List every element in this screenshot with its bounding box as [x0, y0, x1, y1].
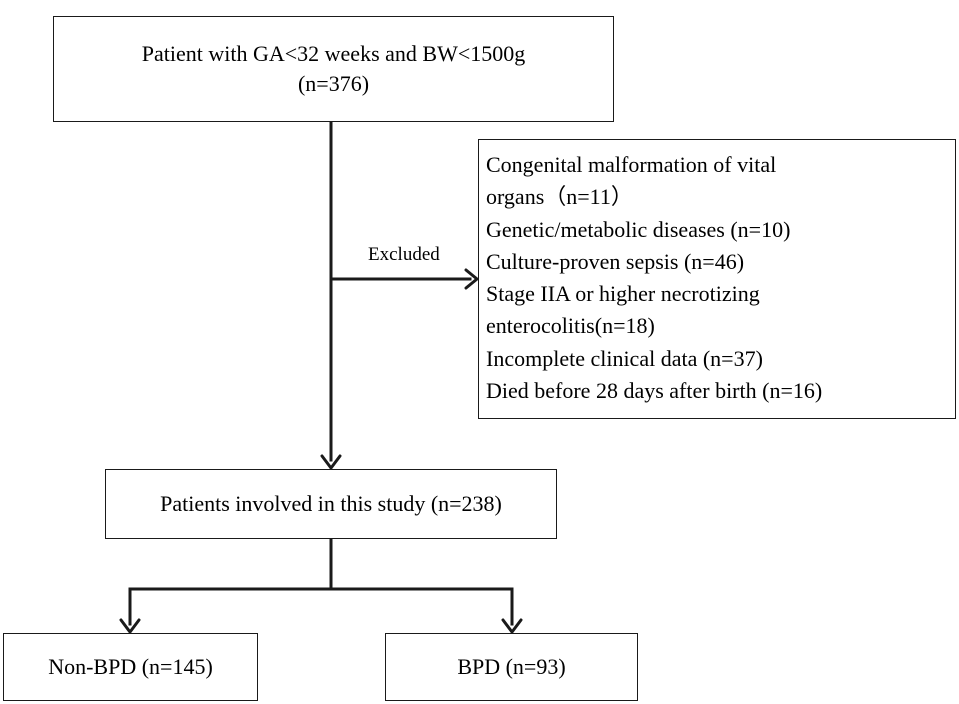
- excluded-label: Excluded: [368, 244, 440, 265]
- trunk-arrowhead: [320, 454, 342, 470]
- non-bpd-arrowhead: [119, 618, 141, 634]
- exclusion-box: Congenital malformation of vital organs（…: [478, 139, 956, 419]
- bpd-group-text: BPD (n=93): [457, 654, 566, 679]
- exclusion-arrowhead: [464, 268, 479, 290]
- bpd-group-box: BPD (n=93): [385, 633, 638, 701]
- enrollment-criteria-text: Patient with GA<32 weeks and BW<1500g: [141, 41, 526, 66]
- enrollment-box: Patient with GA<32 weeks and BW<1500g (n…: [53, 16, 614, 122]
- exclusion-line: organs（n=11）: [486, 184, 633, 210]
- exclusion-line: Incomplete clinical data (n=37): [486, 345, 763, 371]
- enrollment-count-text: (n=376): [297, 71, 370, 96]
- non-bpd-group-text: Non-BPD (n=145): [48, 654, 213, 679]
- non-bpd-group-box: Non-BPD (n=145): [3, 633, 258, 701]
- exclusion-line: Congenital malformation of vital: [486, 152, 777, 177]
- exclusion-line: Culture-proven sepsis (n=46): [486, 248, 745, 274]
- bpd-arrowhead: [501, 618, 523, 634]
- study-cohort-box: Patients involved in this study (n=238): [105, 469, 557, 539]
- exclusion-line: Genetic/metabolic diseases (n=10): [486, 216, 791, 242]
- exclusion-line: enterocolitis(n=18): [486, 313, 655, 339]
- exclusion-line: Died before 28 days after birth (n=16): [486, 378, 823, 404]
- exclusion-line: Stage IIA or higher necrotizing: [486, 281, 760, 307]
- study-cohort-text: Patients involved in this study (n=238): [160, 491, 502, 516]
